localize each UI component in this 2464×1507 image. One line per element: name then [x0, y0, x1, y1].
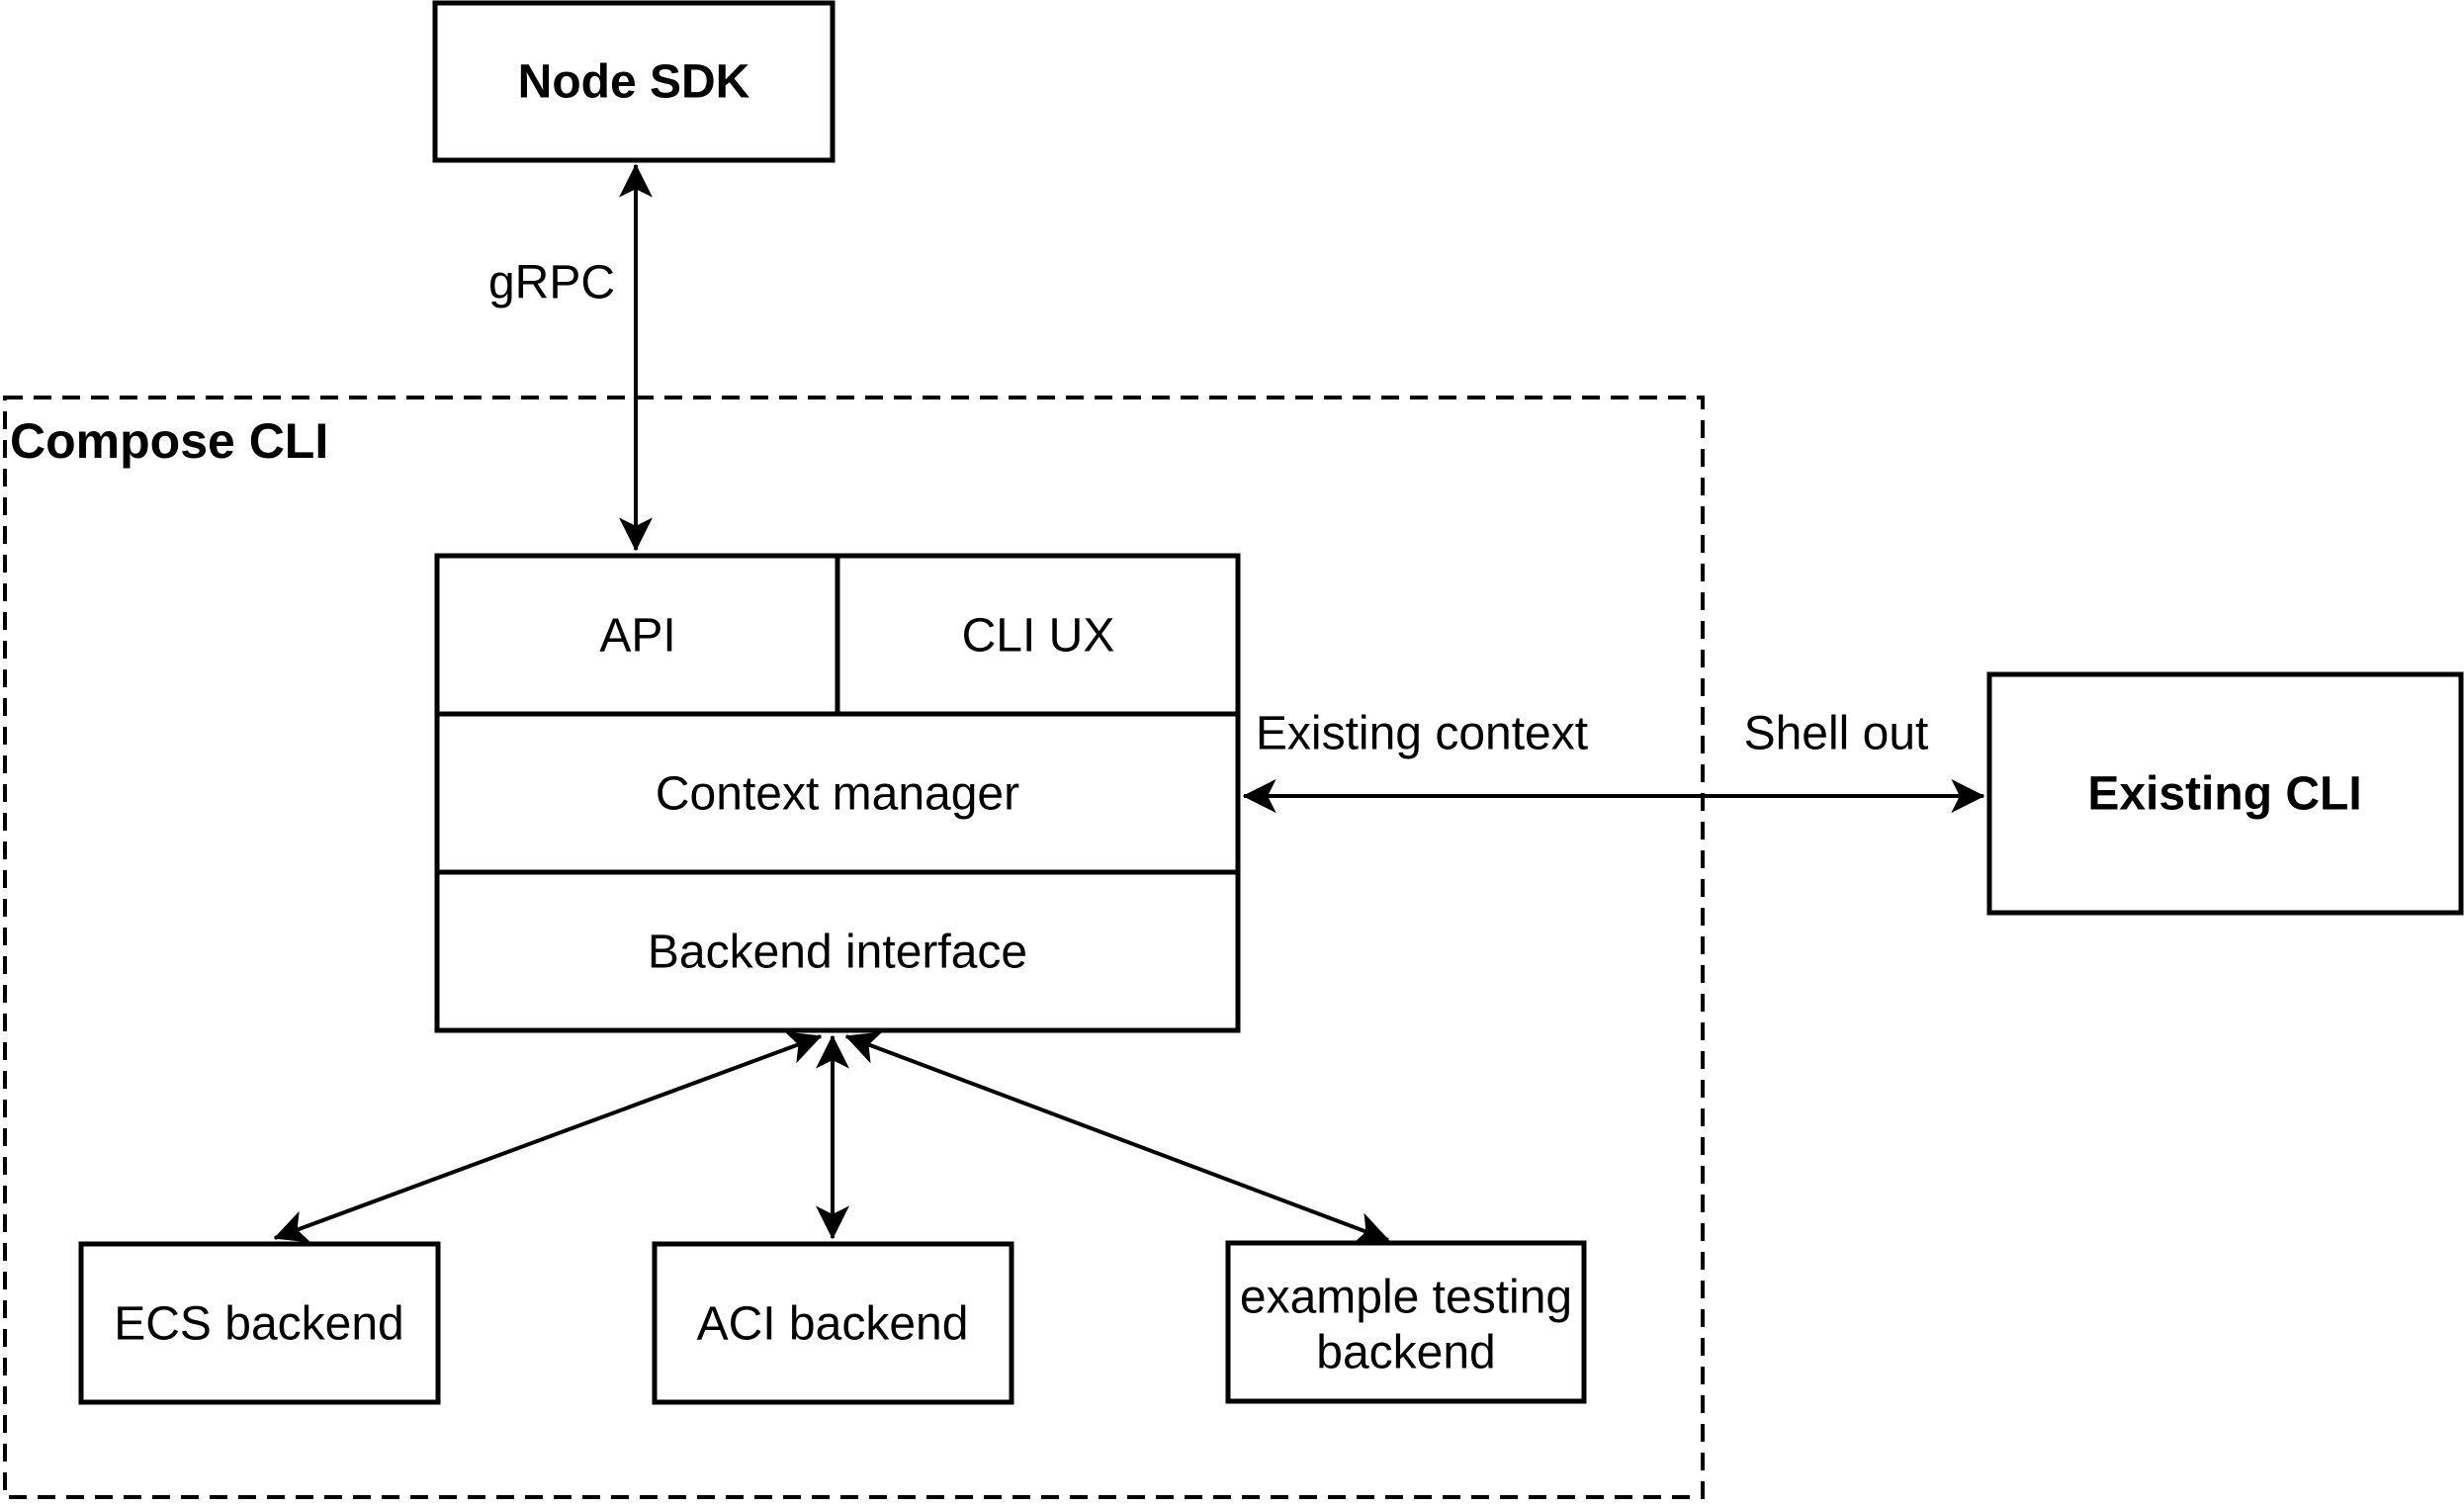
existing-cli-box	[1986, 671, 2464, 916]
context-manager-label: Context manager	[656, 768, 1019, 821]
node-sdk-label: Node SDK	[518, 56, 750, 109]
api-label: API	[599, 610, 675, 663]
aci-backend-label: ACI backend	[697, 1298, 969, 1351]
existing-cli-label: Existing CLI	[2087, 768, 2361, 821]
shell-out-label: Shell out	[1744, 708, 1929, 760]
compose-cli-label: Compose CLI	[10, 413, 328, 469]
backend-interface-label: Backend interface	[648, 927, 1027, 979]
backend-example-arrow	[844, 1031, 1390, 1245]
grpc-label: gRPC	[488, 257, 615, 310]
example-testing-backend-label-line1: example testing	[1240, 1272, 1572, 1324]
node-sdk-box	[432, 0, 836, 163]
example-testing-backend-label-line2: backend	[1316, 1327, 1495, 1379]
example-testing-backend-box	[1225, 1240, 1587, 1404]
aci-backend-box	[652, 1241, 1014, 1405]
existing-context-label: Existing context	[1256, 708, 1588, 760]
ecs-backend-label: ECS backend	[114, 1298, 404, 1351]
ecs-backend-box	[78, 1241, 441, 1405]
compose-cli-container	[3, 396, 1705, 1499]
cli-ux-label: CLI UX	[962, 610, 1115, 663]
backend-ecs-arrow	[273, 1031, 823, 1243]
